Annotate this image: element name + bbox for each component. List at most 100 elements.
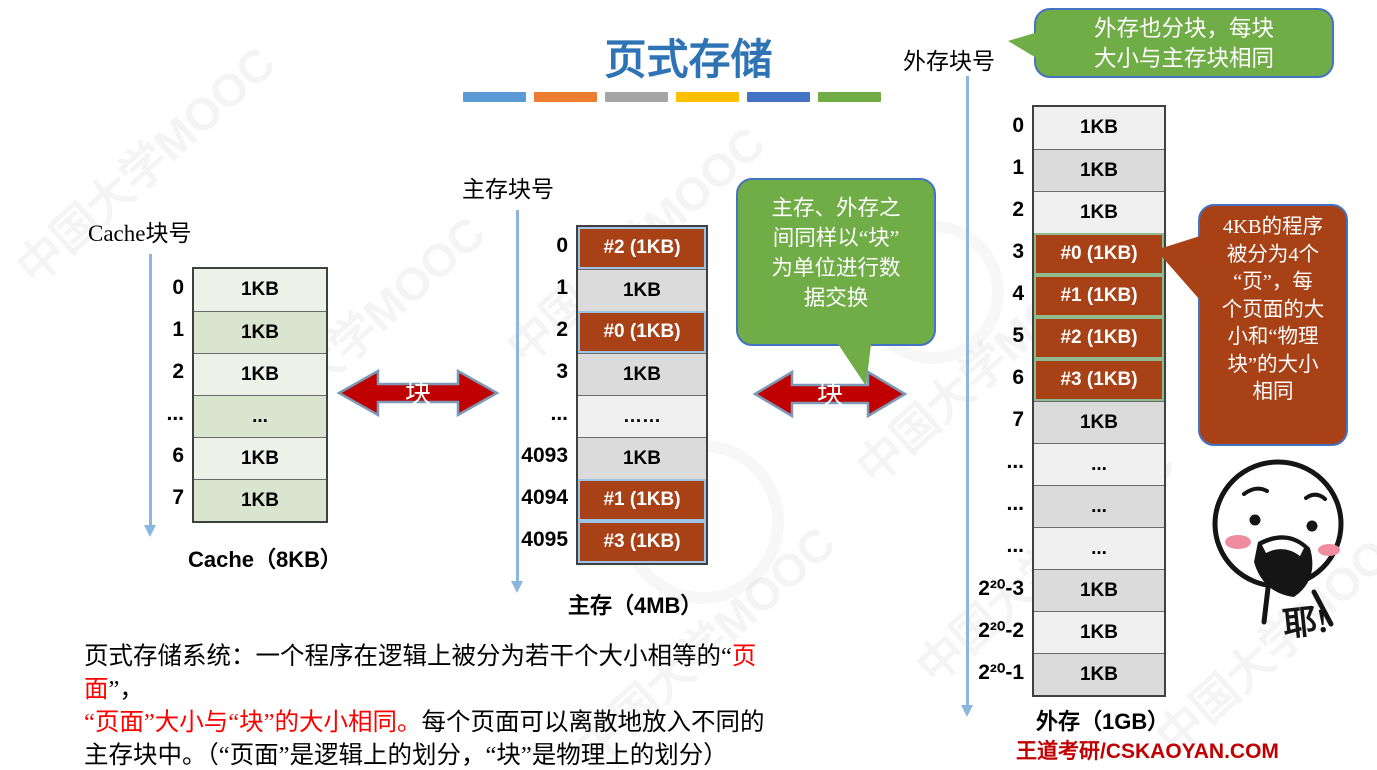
- row-index-label: ...: [1006, 450, 1024, 473]
- external-caption: 外存（1GB）: [1036, 709, 1170, 734]
- row-index-label: 2²⁰-3: [978, 576, 1024, 600]
- main-memory-axis-arrow: [511, 210, 523, 593]
- mascot-exclamation: 耶!: [1281, 602, 1330, 644]
- memory-block-cell-highlighted: #1 (1KB): [578, 479, 706, 521]
- accent-bar: [463, 92, 526, 102]
- row-index-label: ...: [550, 402, 568, 425]
- row-index-label: 6: [172, 444, 184, 467]
- mascot-doodle: 耶!: [1212, 459, 1344, 644]
- page-note-callout: 4KB的程序 被分为4个 “页”，每 个页面的大 小和“物理 块”的大小 相同: [1198, 204, 1348, 446]
- row-index-label: 0: [556, 234, 568, 257]
- accent-bar: [818, 92, 881, 102]
- memory-block-cell: ……: [578, 395, 706, 437]
- block-label: 块: [405, 379, 431, 408]
- row-index-label: 1: [172, 318, 184, 341]
- memory-block-cell: 1KB: [1034, 149, 1164, 191]
- memory-block-cell: 1KB: [194, 269, 326, 311]
- paragraph-text: 每个页面可以离散地放入不同的: [421, 709, 765, 736]
- block-label: 块: [817, 380, 843, 409]
- row-index-label: ...: [1006, 534, 1024, 557]
- external-note-tail: [1008, 32, 1038, 59]
- memory-block-cell-highlighted: #0 (1KB): [578, 311, 706, 353]
- memory-block-cell: 1KB: [578, 437, 706, 479]
- paragraph-line: “页面”大小与“块”的大小相同。每个页面可以离散地放入不同的: [84, 706, 794, 739]
- memory-block-cell: 1KB: [194, 353, 326, 395]
- paragraph-line: 主存块中。（“页面”是逻辑上的划分，“块”是物理上的划分）: [84, 739, 794, 770]
- accent-bar: [605, 92, 668, 102]
- row-index-label: 0: [172, 276, 184, 299]
- cache-caption: Cache（8KB）: [188, 547, 343, 572]
- row-index-label: ...: [166, 402, 184, 425]
- memory-block-cell: 1KB: [194, 479, 326, 521]
- block-transfer-arrow-right: 块: [752, 369, 908, 419]
- row-index-label: ...: [1006, 492, 1024, 515]
- row-index-label: 2: [172, 360, 184, 383]
- row-index-label: 2²⁰-2: [978, 618, 1024, 642]
- paragraph-text: ”，: [108, 676, 144, 703]
- accent-bars: [463, 92, 889, 102]
- brand-text: 王道考研/CSKAOYAN.COM: [1016, 740, 1279, 763]
- block-transfer-arrow-left: 块: [336, 368, 500, 418]
- accent-bar: [747, 92, 810, 102]
- memory-block-cell: 1KB: [1034, 569, 1164, 611]
- memory-block-cell-highlighted: #1 (1KB): [1034, 275, 1164, 317]
- main-memory-row-cells: #2 (1KB)1KB#0 (1KB)1KB……1KB#1 (1KB)#3 (1…: [576, 225, 708, 565]
- paragraph-line: 页式存储系统：一个程序在逻辑上被分为若干个大小相等的“页面”，: [84, 640, 794, 706]
- memory-block-cell-highlighted: #3 (1KB): [1034, 359, 1164, 401]
- memory-block-cell: ...: [1034, 443, 1164, 485]
- exchange-note-tail: [838, 344, 871, 386]
- memory-block-cell: 1KB: [1034, 191, 1164, 233]
- memory-block-cell: 1KB: [194, 311, 326, 353]
- memory-block-cell: 1KB: [578, 269, 706, 311]
- memory-block-cell: 1KB: [1034, 401, 1164, 443]
- row-index-label: 7: [172, 486, 184, 509]
- memory-block-cell-highlighted: #2 (1KB): [578, 227, 706, 269]
- row-index-label: 1: [556, 276, 568, 299]
- row-index-label: 2: [556, 318, 568, 341]
- external-axis-label: 外存块号: [903, 49, 995, 74]
- external-note-callout: 外存也分块，每块 大小与主存块相同: [1034, 8, 1334, 78]
- memory-block-cell: ...: [1034, 485, 1164, 527]
- memory-block-cell-highlighted: #3 (1KB): [578, 521, 706, 563]
- memory-block-cell: 1KB: [1034, 611, 1164, 653]
- paragraph-text-red: 页面: [84, 643, 757, 703]
- row-index-label: 5: [1012, 324, 1024, 347]
- page-title: 页式存储: [604, 38, 773, 84]
- memory-block-cell: 1KB: [578, 353, 706, 395]
- row-index-label: 2: [1012, 198, 1024, 221]
- row-index-label: 7: [1012, 408, 1024, 431]
- exchange-note-callout: 主存、外存之 间同样以“块” 为单位进行数 据交换: [736, 178, 936, 346]
- main-memory-axis-label: 主存块号: [462, 177, 554, 202]
- accent-bar: [676, 92, 739, 102]
- row-index-label: 4093: [521, 444, 568, 467]
- memory-block-cell-highlighted: #2 (1KB): [1034, 317, 1164, 359]
- memory-block-cell: ...: [1034, 527, 1164, 569]
- paragraph-text: 页式存储系统：一个程序在逻辑上被分为若干个大小相等的“: [84, 643, 732, 670]
- memory-block-cell: 1KB: [1034, 653, 1164, 695]
- cache-row-labels: 0 1 2... 6 7: [140, 267, 192, 523]
- paragraph-text: 主存块中。（“页面”是逻辑上的划分，“块”是物理上的划分）: [84, 742, 728, 769]
- row-index-label: 1: [1012, 156, 1024, 179]
- accent-bar: [534, 92, 597, 102]
- cache-axis-arrow: [144, 254, 156, 537]
- row-index-label: 3: [556, 360, 568, 383]
- row-index-label: 4: [1012, 282, 1024, 305]
- memory-block-cell-highlighted: #0 (1KB): [1034, 233, 1164, 275]
- row-index-label: 0: [1012, 114, 1024, 137]
- paragraph-text-red: “页面”大小与“块”的大小相同。: [84, 709, 422, 736]
- page-note-tail: [1156, 236, 1200, 300]
- main-memory-caption: 主存（4MB）: [568, 593, 703, 618]
- row-index-label: 2²⁰-1: [978, 660, 1024, 684]
- cache-axis-label: Cache块号: [88, 221, 192, 246]
- memory-block-cell: 1KB: [1034, 107, 1164, 149]
- row-index-label: 4095: [521, 528, 568, 551]
- memory-block-cell: 1KB: [194, 437, 326, 479]
